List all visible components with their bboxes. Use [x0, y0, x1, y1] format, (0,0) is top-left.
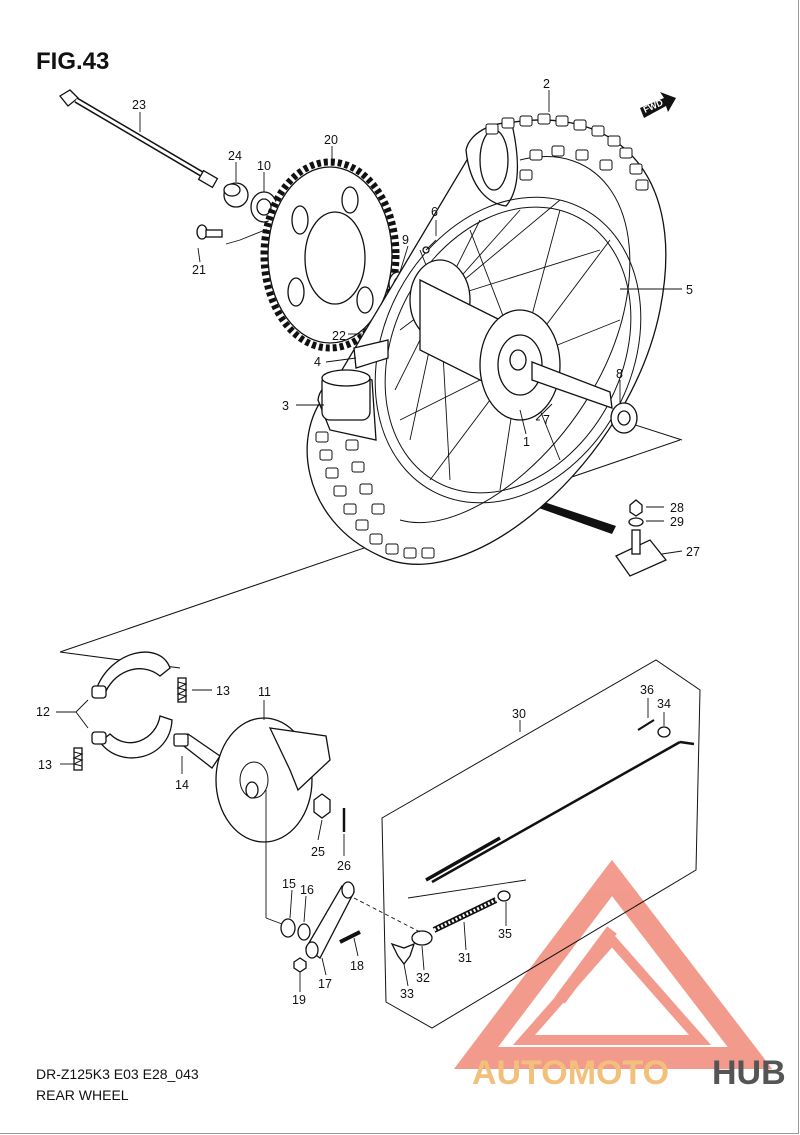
castle-nut-25	[313, 793, 331, 819]
brake-panel-11	[215, 717, 331, 843]
callout-15: 15	[282, 877, 296, 891]
spring-13-lower	[72, 747, 84, 771]
sprocket-20	[260, 158, 400, 352]
callout-labels: 2 23 24 10 20 6 9 21 22 4 3 5 8 7 1 28 2…	[36, 77, 700, 1007]
callout-3: 3	[282, 399, 289, 413]
callout-26: 26	[337, 859, 351, 873]
spoke-nipple-6	[422, 239, 437, 254]
figure-title: FIG.43	[36, 48, 110, 75]
rim-band-4	[353, 339, 389, 369]
nut-28	[629, 499, 643, 517]
callout-25: 25	[311, 845, 325, 859]
callout-9: 9	[402, 233, 409, 247]
watermark-logo-icon	[453, 859, 773, 1069]
nut-19	[293, 957, 307, 973]
axle-23	[59, 89, 219, 189]
callout-22: 22	[332, 329, 346, 343]
callout-10: 10	[257, 159, 271, 173]
tread-blocks	[315, 113, 649, 559]
callout-16: 16	[300, 883, 314, 897]
callout-28: 28	[670, 501, 684, 515]
callout-5: 5	[686, 283, 693, 297]
watermark-text: AUTOMOTO HUB	[472, 1054, 786, 1092]
washer-34	[657, 726, 671, 738]
spoke-7	[535, 403, 553, 421]
bearing-8	[610, 402, 638, 434]
brake-rod-box	[381, 659, 701, 1029]
joint-32	[411, 930, 433, 946]
brake-shoes-12	[91, 651, 173, 759]
callout-2: 2	[543, 77, 550, 91]
bolt-18	[339, 930, 361, 944]
callout-11: 11	[258, 685, 271, 699]
callout-7: 7	[543, 413, 550, 427]
spacer-24	[223, 182, 249, 208]
model-code: DR-Z125K3 E03 E28_043	[36, 1066, 199, 1082]
callout-35: 35	[498, 927, 512, 941]
washer-29	[628, 517, 644, 527]
callout-36: 36	[640, 683, 654, 697]
callout-13-lower: 13	[38, 758, 52, 772]
callout-18: 18	[350, 959, 364, 973]
seal-16	[297, 923, 311, 941]
svg-text:HUB: HUB	[712, 1054, 786, 1092]
hub-1	[409, 259, 613, 421]
washer-15	[280, 918, 296, 938]
callout-33: 33	[400, 987, 414, 1001]
callout-4: 4	[314, 355, 321, 369]
svg-text:AUTOMOTO: AUTOMOTO	[472, 1054, 669, 1092]
brake-rod-30	[425, 740, 695, 884]
callout-23: 23	[132, 98, 146, 112]
callout-27: 27	[686, 545, 700, 559]
callout-1: 1	[523, 435, 530, 449]
washer-35	[497, 890, 511, 902]
spring-31	[432, 897, 498, 933]
callout-19: 19	[292, 993, 306, 1007]
callout-21: 21	[192, 263, 206, 277]
callout-12: 12	[36, 705, 50, 719]
callout-14: 14	[175, 778, 189, 792]
callout-30: 30	[512, 707, 526, 721]
callout-34: 34	[657, 697, 671, 711]
callout-8: 8	[616, 367, 623, 381]
rim-lock-27	[615, 529, 668, 577]
callout-20: 20	[324, 133, 338, 147]
wing-nut-33	[390, 942, 416, 966]
leader-lines	[56, 90, 683, 992]
brake-cam-14	[173, 733, 221, 769]
fwd-arrow-icon: FWD	[640, 92, 676, 118]
callout-24: 24	[228, 149, 242, 163]
figure-caption: REAR WHEEL	[36, 1087, 129, 1103]
cotter-pin-36	[637, 719, 655, 731]
callout-13-upper: 13	[216, 684, 230, 698]
spring-13-upper	[176, 677, 188, 703]
bolt-21	[196, 224, 271, 245]
callout-17: 17	[318, 977, 332, 991]
callout-29: 29	[670, 515, 684, 529]
callout-32: 32	[416, 971, 430, 985]
callout-31: 31	[458, 951, 472, 965]
callout-6: 6	[431, 205, 438, 219]
cam-lever-17	[305, 881, 355, 959]
